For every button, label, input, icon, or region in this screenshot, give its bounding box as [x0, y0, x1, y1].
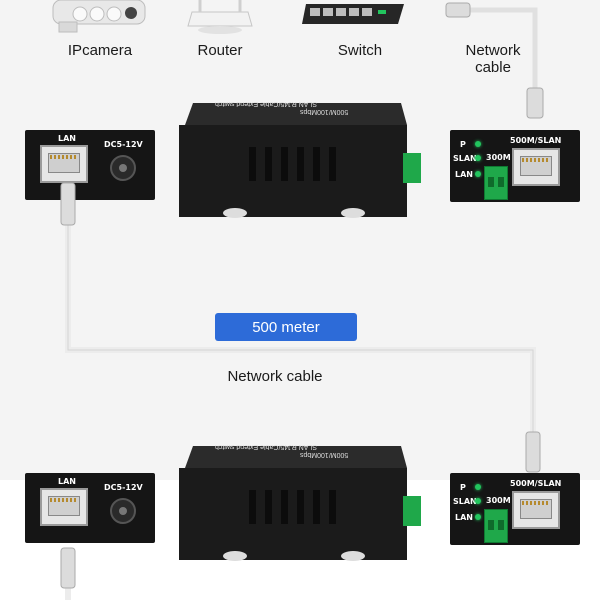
lan-led-text-bottom: LAN [455, 513, 473, 522]
distance-badge: 500 meter [215, 313, 357, 341]
terminal-block-bottom [484, 509, 508, 543]
device-top-label-bottom: SLAN RJ45/Cable Extend switch [215, 443, 317, 450]
slan-led-bottom [475, 498, 481, 504]
lan-port-bottom[interactable] [40, 488, 88, 526]
mode-text-bottom: 300M [486, 496, 511, 505]
slan-port-bottom[interactable] [512, 491, 560, 529]
device-speed-label-bottom: 500M/100Mbps [300, 451, 348, 458]
slan-text-bottom: SLAN [453, 497, 477, 506]
p-text-bottom: P [460, 483, 466, 492]
dc-text-bottom: DC5-12V [104, 483, 143, 492]
lan-panel-bottom-left: LAN DC5-12V [25, 473, 155, 543]
lan-text-bottom: LAN [58, 477, 76, 486]
dc-jack-bottom [110, 498, 136, 524]
lan-panel-bottom-right: P SLAN LAN 500M/SLAN 300M [450, 473, 580, 545]
network-cable-label-middle: Network cable [205, 368, 345, 385]
lan-led-bottom [475, 514, 481, 520]
power-led-bottom [475, 484, 481, 490]
port-text-bottom: 500M/SLAN [510, 479, 561, 488]
